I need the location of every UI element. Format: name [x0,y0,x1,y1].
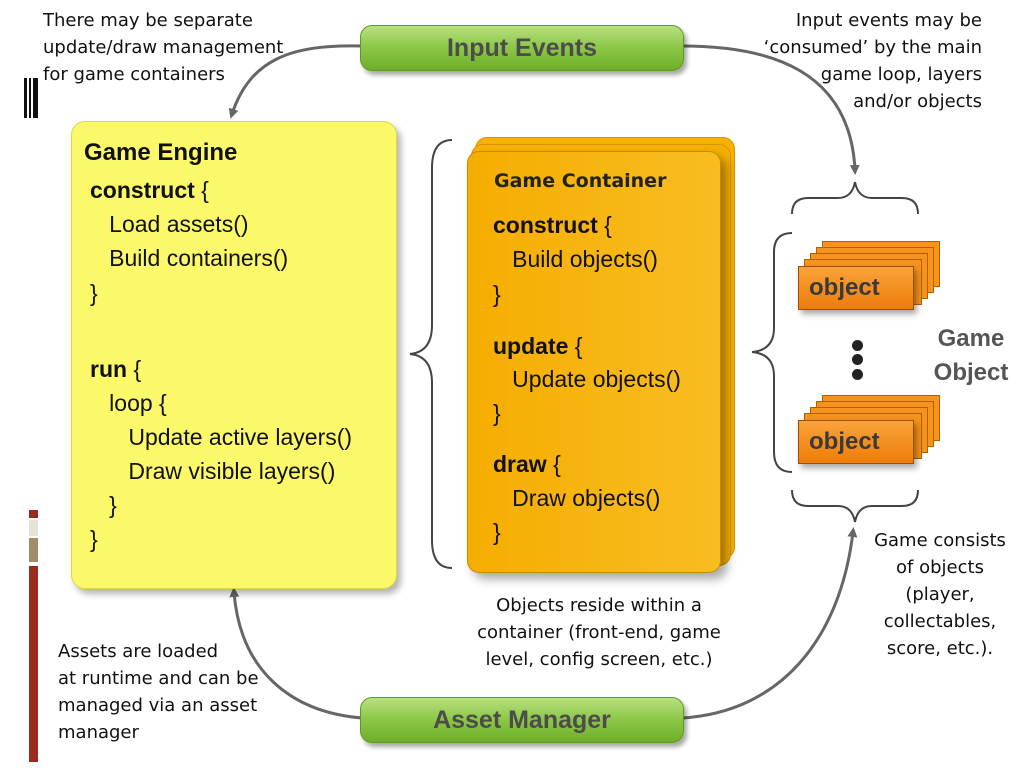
container-code-line: draw { [493,451,561,478]
decorative-barcode [24,78,40,118]
note-line: managed via an asset [58,695,258,716]
note-line: and/or objects [853,91,982,112]
asset-manager-pill: Asset Manager [360,697,684,743]
ellipsis-dot [852,369,863,380]
container-code-keyword: update [493,333,569,359]
engine-code-line: } [90,280,98,307]
container-code-text: Update objects() [493,366,681,392]
arrow-asset-to-objects [681,527,858,720]
game-container-title: Game Container [494,170,667,192]
note-line: There may be separate [43,10,253,31]
brace-top [791,181,919,215]
note-line: level, config screen, etc.) [485,649,713,670]
note-line: Input events may be [795,10,982,31]
note-separate-management: There may be separate update/draw manage… [43,7,343,88]
engine-code-text: Load assets() [90,211,249,237]
note-line: container (front-end, game [477,622,721,643]
container-code-line: Build objects() [493,246,658,273]
engine-code-line: Load assets() [90,211,249,238]
note-line: of objects [896,557,984,578]
note-line: ‘consumed’ by the main [763,37,982,58]
note-line: update/draw management [43,37,284,58]
container-code-text: { [597,212,612,238]
engine-code-keyword: construct [90,177,195,203]
container-code-line: construct { [493,212,612,239]
engine-code-line: construct { [90,177,209,204]
engine-code-text: Draw visible layers() [90,458,336,484]
container-code-line: Draw objects() [493,485,660,512]
game-object-label-line: Game [937,325,1005,352]
note-game-consists: Game consists of objects (player, collec… [852,527,1024,662]
note-line: Game consists [874,530,1006,551]
container-code-text: Draw objects() [493,485,661,511]
arrow-asset-to-engine [229,587,363,720]
brace-container [409,139,453,569]
engine-code-text: Build containers() [90,245,289,271]
game-engine-box [71,121,397,589]
engine-code-text: loop { [90,390,167,416]
note-line: at runtime and can be [58,668,259,689]
container-code-line: } [493,400,501,427]
game-engine-title: Game Engine [84,139,238,166]
engine-code-text: } [90,526,98,552]
engine-code-text: } [90,280,98,306]
engine-code-line: Update active layers() [90,424,352,451]
container-code-line: update { [493,333,582,360]
engine-code-keyword: run [90,356,128,382]
game-object-label: Game Object [930,322,1012,390]
engine-code-line: Build containers() [90,245,288,272]
note-line: for game containers [43,64,225,85]
note-line: manager [58,722,139,743]
engine-code-line: loop { [90,390,167,417]
engine-code-text: } [90,492,117,518]
container-code-text: Build objects() [493,246,658,272]
engine-code-text: { [194,177,209,203]
note-objects-reside: Objects reside within a container (front… [462,592,736,673]
container-code-text: { [546,451,561,477]
note-line: (player, [905,584,975,605]
game-container-box [467,151,721,573]
engine-code-line: } [90,492,117,519]
arrow-input-to-engine [228,44,363,119]
container-code-keyword: draw [493,451,547,477]
container-code-text: { [568,333,583,359]
container-code-line: } [493,281,501,308]
object-box-top: object [798,266,914,310]
note-line: collectables, [883,611,997,632]
container-code-text: } [493,519,501,545]
engine-code-line: run { [90,356,141,383]
note-assets-loaded: Assets are loaded at runtime and can be … [58,638,308,746]
container-code-keyword: construct [493,212,598,238]
ellipsis-dot [852,340,863,351]
container-code-text: } [493,400,501,426]
brace-bottom [791,489,919,523]
note-line: game loop, layers [820,64,982,85]
ellipsis-dot [852,354,863,365]
object-box-bottom: object [798,420,914,464]
note-line: score, etc.). [886,638,994,659]
arrow-input-to-objects [681,44,860,175]
note-line: Objects reside within a [496,595,702,616]
engine-code-text: { [127,356,142,382]
note-line: Assets are loaded [58,641,219,662]
engine-code-line: Draw visible layers() [90,458,335,485]
container-code-text: } [493,281,501,307]
input-events-pill: Input Events [360,25,684,71]
engine-code-text: Update active layers() [90,424,353,450]
brace-objects [751,232,793,473]
game-object-label-line: Object [933,359,1009,386]
note-input-consumed: Input events may be ‘consumed’ by the ma… [720,7,982,115]
container-code-line: Update objects() [493,366,681,393]
engine-code-line: } [90,526,98,553]
container-code-line: } [493,519,501,546]
